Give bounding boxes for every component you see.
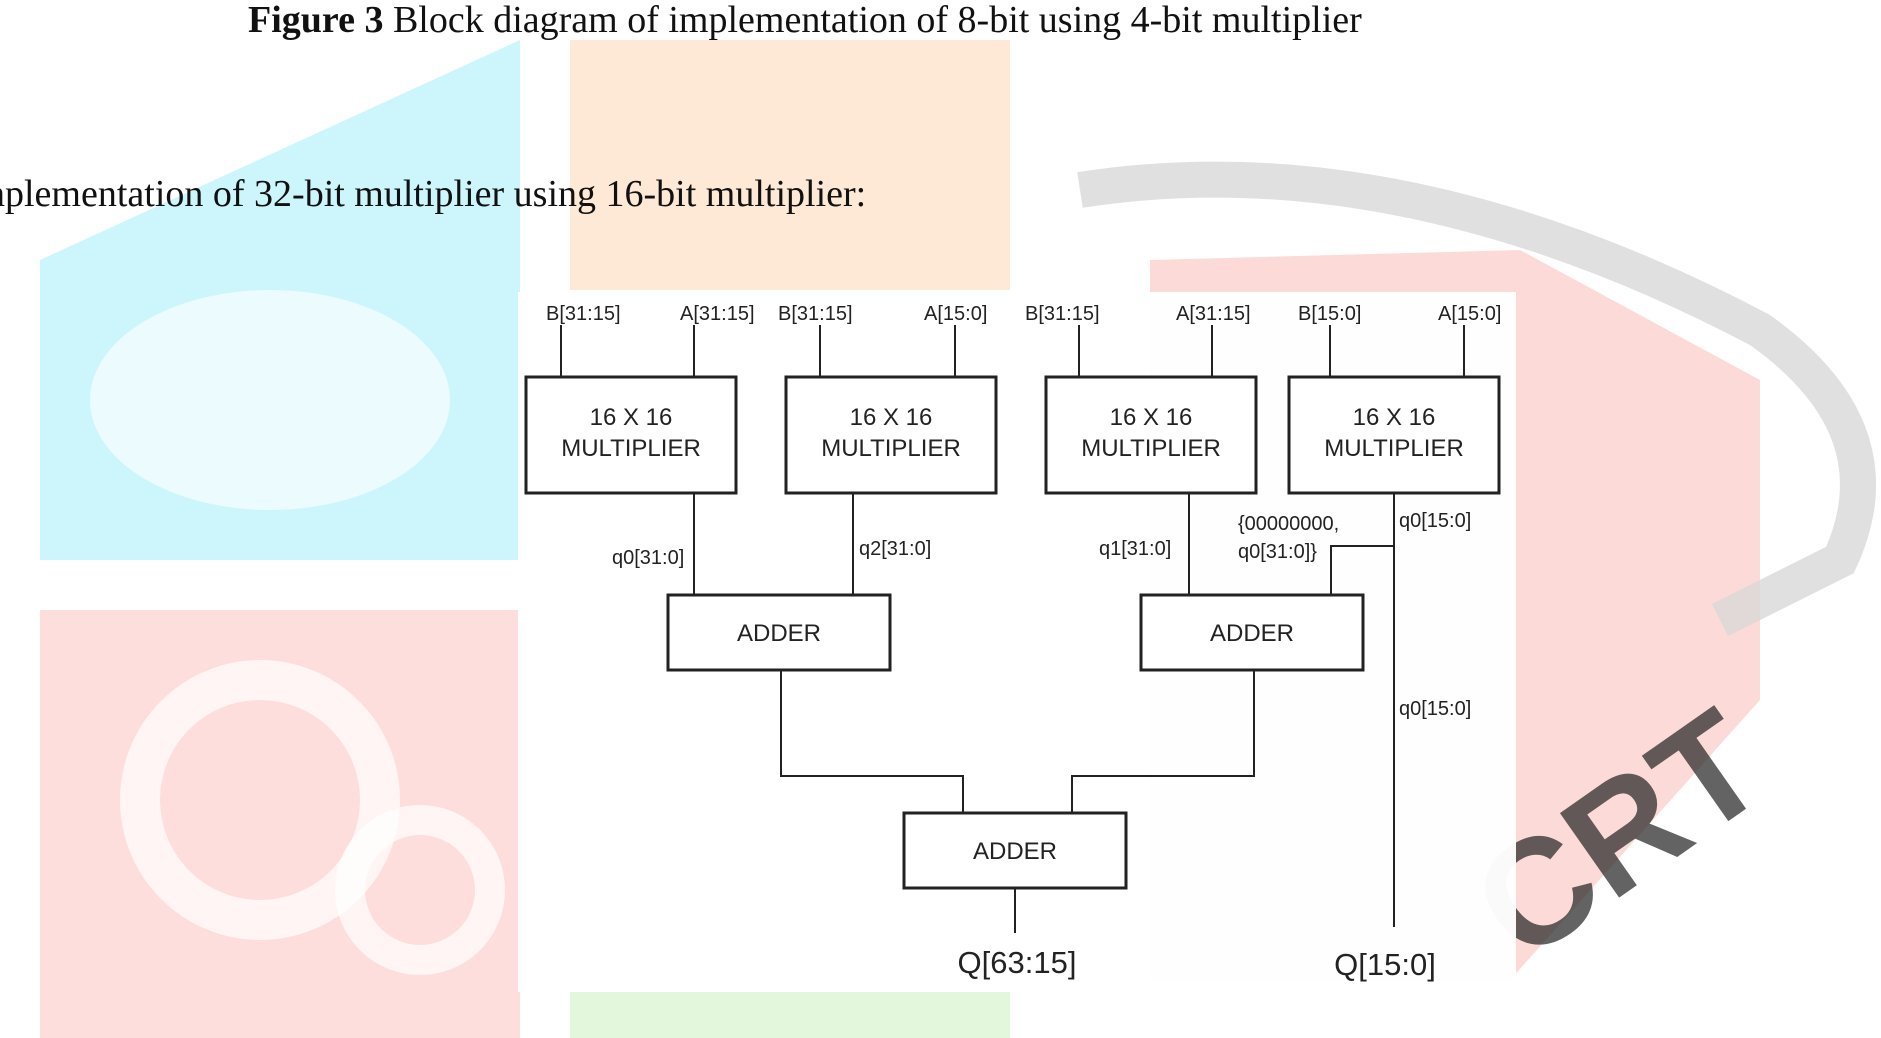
output-label-low: Q[15:0] bbox=[1334, 947, 1436, 982]
input-label: B[15:0] bbox=[1298, 303, 1361, 325]
multiplier-name-label: MULTIPLIER bbox=[821, 435, 961, 462]
signal-label-q0: q0[31:0] bbox=[612, 547, 684, 569]
multiplier-size-label: 16 X 16 bbox=[1110, 404, 1193, 431]
multiplier-block-1 bbox=[524, 375, 738, 495]
multiplier-block-4 bbox=[1287, 375, 1501, 495]
adder-block-1 bbox=[666, 593, 892, 672]
input-label: B[31:15] bbox=[546, 303, 621, 325]
output-label-high: Q[63:15] bbox=[958, 945, 1077, 980]
input-label: A[15:0] bbox=[1438, 303, 1501, 325]
figure-caption-text: Block diagram of implementation of 8-bit… bbox=[392, 0, 1362, 41]
input-label: A[31:15] bbox=[680, 303, 755, 325]
adder-label: ADDER bbox=[973, 838, 1057, 865]
input-label: B[31:15] bbox=[1025, 303, 1100, 325]
adder-label: ADDER bbox=[1210, 620, 1294, 647]
signal-label-q0-low: q0[15:0] bbox=[1399, 698, 1471, 720]
input-label: A[15:0] bbox=[924, 303, 987, 325]
multiplier-size-label: 16 X 16 bbox=[850, 404, 933, 431]
adder-block-2 bbox=[1139, 593, 1365, 672]
input-label: A[31:15] bbox=[1176, 303, 1251, 325]
multiplier-name-label: MULTIPLIER bbox=[1081, 435, 1221, 462]
multiplier-name-label: MULTIPLIER bbox=[1324, 435, 1464, 462]
figure-caption: Figure 3 Block diagram of implementation… bbox=[248, 0, 1362, 40]
multiplier-size-label: 16 X 16 bbox=[1353, 404, 1436, 431]
input-label: B[31:15] bbox=[778, 303, 853, 325]
signal-label-concat: {00000000, bbox=[1238, 513, 1339, 535]
adder-block-3 bbox=[902, 811, 1128, 890]
signal-label-q1: q1[31:0] bbox=[1099, 538, 1171, 560]
multiplier-block-3 bbox=[1044, 375, 1258, 495]
signal-label-q2: q2[31:0] bbox=[859, 538, 931, 560]
multiplier-block-2 bbox=[784, 375, 998, 495]
section-subheading: nplementation of 32-bit multiplier using… bbox=[0, 173, 867, 215]
multiplier-size-label: 16 X 16 bbox=[590, 404, 673, 431]
signal-label-concat: q0[31:0]} bbox=[1238, 541, 1317, 563]
multiplier-name-label: MULTIPLIER bbox=[561, 435, 701, 462]
signal-label-q0-low: q0[15:0] bbox=[1399, 510, 1471, 532]
adder-label: ADDER bbox=[737, 620, 821, 647]
figure-label: Figure 3 bbox=[248, 0, 384, 41]
